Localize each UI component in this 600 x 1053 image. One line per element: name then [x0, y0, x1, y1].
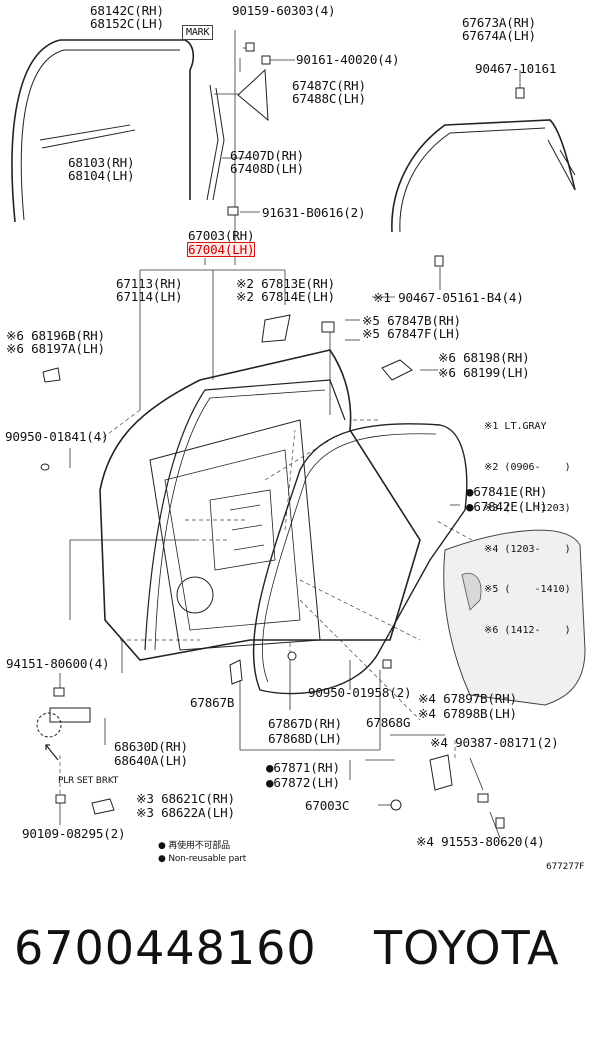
label-68103: 68103(RH) — [68, 155, 135, 170]
label-90950-01841: 90950-01841(4) — [5, 429, 109, 444]
label-90387: ※4 90387-08171(2) — [430, 735, 559, 750]
label-mark: MARK — [182, 25, 214, 40]
label-67898b: ※4 67898B(LH) — [418, 706, 517, 721]
label-90950-01958: 90950-01958(2) — [308, 685, 412, 700]
legend-item: ※2 (0906- ) — [484, 461, 571, 473]
label-67868d: 67868D(LH) — [268, 731, 342, 746]
label-67847f: ※5 67847F(LH) — [362, 326, 461, 341]
part-number: 6700448160 — [14, 921, 317, 975]
label-67842e: ●67842E(LH) — [466, 499, 548, 514]
label-68142c: 68142C(RH) — [90, 3, 164, 18]
label-67003c: 67003C — [305, 798, 350, 813]
label-90467-05161: ※1 90467-05161-B4(4) — [373, 290, 524, 305]
label-67868g: 67868G — [366, 715, 411, 730]
note-non-reusable-en: ● Non-reusable part — [158, 854, 247, 864]
diagram-drawing — [11, 30, 586, 839]
legend-item: ※4 (1203- ) — [484, 543, 571, 555]
label-67407d: 67407D(RH) — [230, 148, 304, 163]
legend-item: ※3 ( -1203) — [484, 502, 571, 514]
label-67841e: ●67841E(RH) — [466, 484, 548, 499]
label-68630d: 68630D(RH) — [114, 739, 188, 754]
label-68198: ※6 68198(RH) — [438, 350, 530, 365]
label-67674a: 67674A(LH) — [462, 28, 536, 43]
parts-diagram: 68142C(RH) 68152C(LH) MARK 90159-60303(4… — [5, 3, 586, 872]
label-91553: ※4 91553-80620(4) — [416, 834, 545, 849]
label-67872: ●67872(LH) — [266, 775, 340, 790]
label-67813e: ※2 67813E(RH) — [236, 276, 335, 291]
label-67003: 67003(RH) — [188, 228, 255, 243]
figure-number: 677277F — [546, 862, 585, 872]
label-90159: 90159-60303(4) — [232, 3, 336, 18]
brand-name: TOYOTA — [374, 921, 560, 975]
legend-item: ※6 (1412- ) — [484, 625, 571, 637]
label-67867d: 67867D(RH) — [268, 716, 342, 731]
label-67487c: 67487C(RH) — [292, 78, 366, 93]
label-67871: ●67871(RH) — [266, 760, 340, 775]
label-68197a: ※6 68197A(LH) — [6, 341, 105, 356]
label-67897b: ※4 67897B(RH) — [418, 691, 517, 706]
legend-item: ※5 ( -1410) — [484, 584, 571, 596]
label-67847b: ※5 67847B(RH) — [362, 313, 461, 328]
label-68622a: ※3 68622A(LH) — [136, 805, 235, 820]
label-67004-highlighted: 67004(LH) — [186, 242, 256, 257]
label-67114: 67114(LH) — [116, 289, 183, 304]
label-68104: 68104(LH) — [68, 168, 135, 183]
label-plr-set-brkt: PLR SET BRKT — [58, 776, 119, 786]
label-90109: 90109-08295(2) — [22, 826, 126, 841]
label-67814e: ※2 67814E(LH) — [236, 289, 335, 304]
label-68196b: ※6 68196B(RH) — [6, 328, 105, 343]
label-67488c: 67488C(LH) — [292, 91, 366, 106]
label-68621c: ※3 68621C(RH) — [136, 791, 235, 806]
label-68199: ※6 68199(LH) — [438, 365, 530, 380]
note-non-reusable-jp: ● 再使用不可部品 — [158, 841, 230, 851]
label-67673a: 67673A(RH) — [462, 15, 536, 30]
legend-item: ※1 LT.GRAY — [484, 421, 547, 433]
label-67113: 67113(RH) — [116, 276, 183, 291]
label-67867b: 67867B — [190, 695, 235, 710]
label-68152c: 68152C(LH) — [90, 16, 164, 31]
label-94151: 94151-80600(4) — [6, 656, 110, 671]
label-68640a: 68640A(LH) — [114, 753, 188, 768]
label-90467-10161: 90467-10161 — [475, 61, 557, 76]
label-91631: 91631-B0616(2) — [262, 205, 366, 220]
label-67408d: 67408D(LH) — [230, 161, 304, 176]
legend: ※1 LT.GRAY ※2 (0906- ) ※3 ( -1203) ※4 (1… — [484, 393, 571, 665]
label-90161: 90161-40020(4) — [296, 52, 400, 67]
